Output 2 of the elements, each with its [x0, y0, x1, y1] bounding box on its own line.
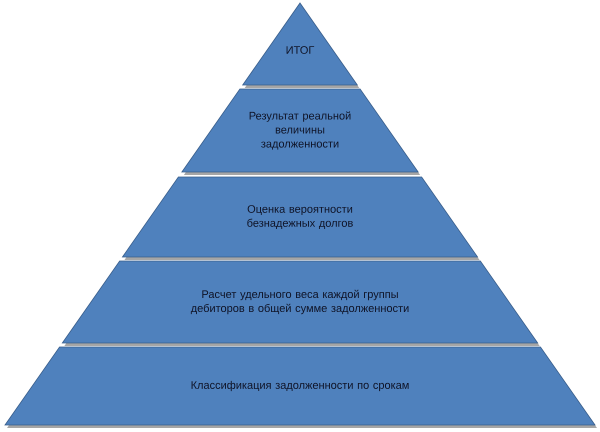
pyramid-level: Результат реальной величины задолженности [181, 88, 420, 175]
pyramid-level: Расчет удельного веса каждой группы дебиторов в общей сумме задолженности [62, 260, 540, 346]
